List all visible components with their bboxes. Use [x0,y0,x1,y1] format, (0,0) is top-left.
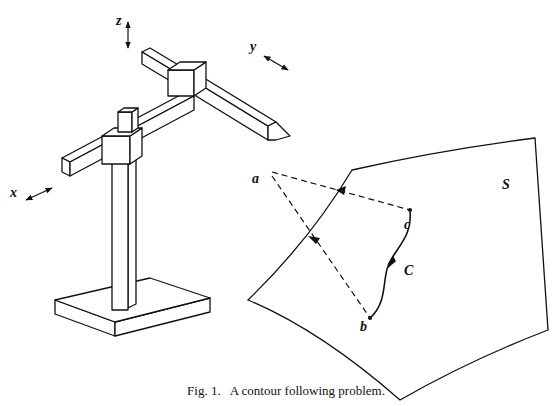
point-label: b [360,320,367,334]
y-axis-arrow [264,56,288,70]
x-arm-end [62,158,70,176]
x-axis-arrow [26,188,52,200]
contour-arrowhead [385,255,397,269]
z-block-front [118,112,132,132]
z-axis-arrow [127,22,128,48]
axis-label: x [10,186,17,200]
tool-tip [268,122,290,140]
point-label: c [404,218,410,232]
surface-label: S [502,178,510,192]
slider-front [102,136,130,164]
y-arm-top [196,78,276,126]
dashed-path [272,172,410,210]
path-arrowhead [336,186,346,195]
axis-label: y [250,40,256,54]
column-front [112,152,128,310]
point-label: a [252,172,259,186]
figure-caption: Fig. 1. A contour following problem. [187,384,385,397]
y-box-top [168,62,206,70]
curve-label: C [404,264,413,278]
surface-outline [248,138,548,400]
dashed-path [272,176,370,318]
column-side [128,148,136,308]
path-arrowhead [308,236,320,244]
x-arm-side [70,96,194,176]
y-box-front [168,70,194,96]
point-dot [408,208,412,212]
z-block-top [118,108,138,112]
axis-label: z [116,14,121,28]
point-dot [368,316,372,320]
